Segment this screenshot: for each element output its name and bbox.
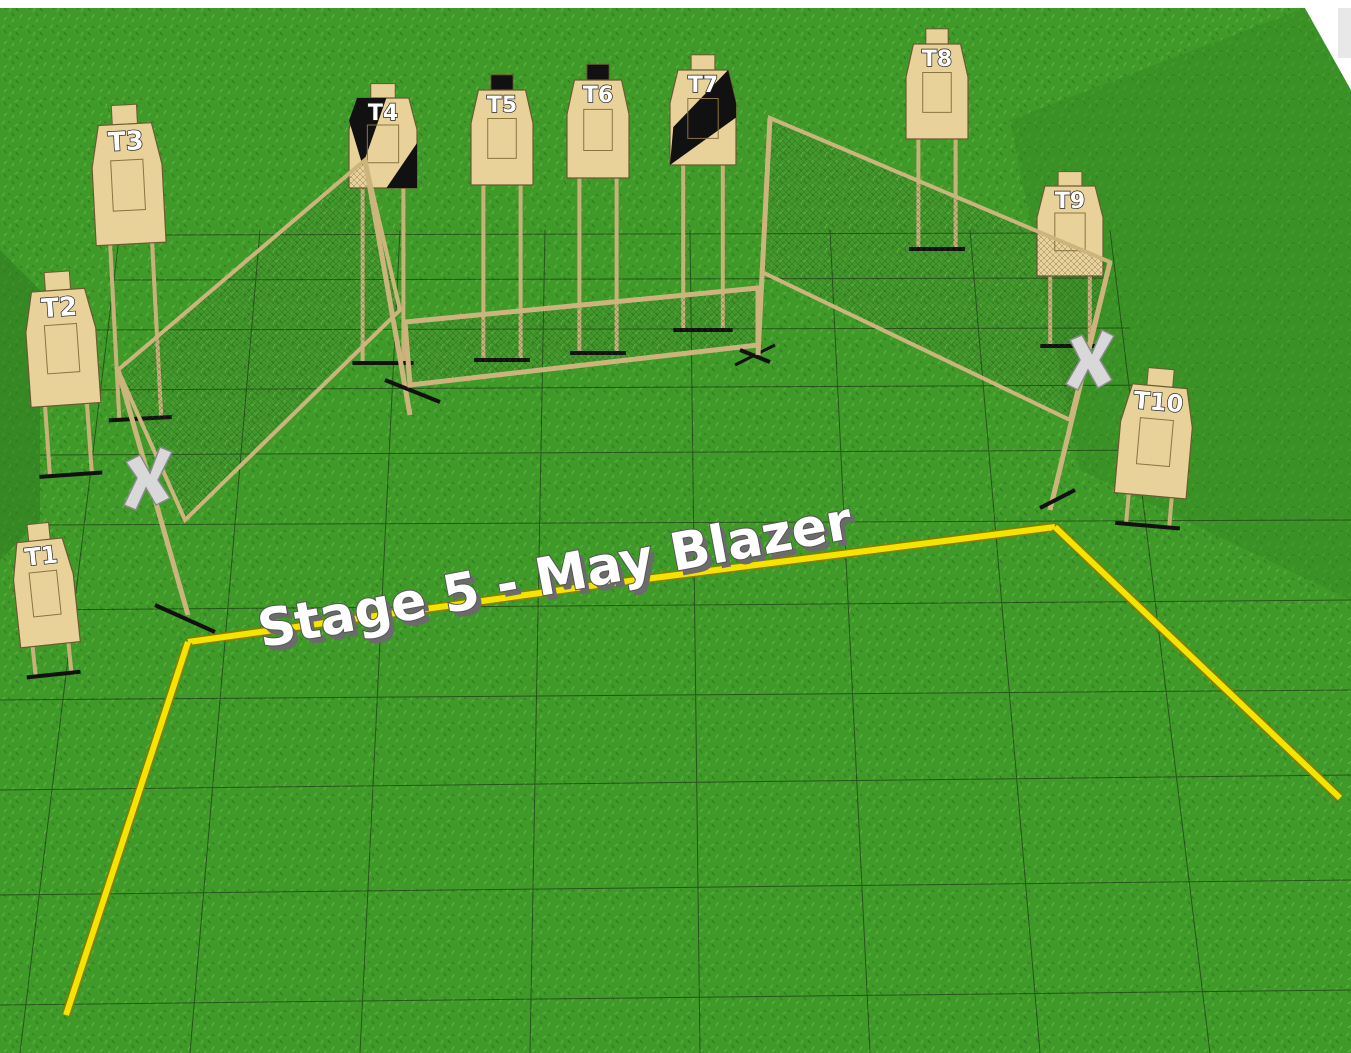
target-label-t10: T10 [1132, 386, 1184, 418]
target-label-t4: T4 [368, 101, 398, 126]
target-label-t6: T6 [583, 83, 613, 108]
target-label-t1: T1 [23, 541, 59, 572]
target-label-t8: T8 [922, 47, 952, 72]
target-label-t5: T5 [487, 93, 517, 118]
target-label-t2: T2 [40, 292, 78, 324]
target-stand [1169, 498, 1172, 528]
target-label-t9: T9 [1055, 189, 1085, 214]
target-label-t7: T7 [688, 73, 718, 98]
target-head [587, 64, 609, 82]
target-stand [1126, 494, 1129, 524]
target-label-t3: T3 [107, 126, 144, 158]
